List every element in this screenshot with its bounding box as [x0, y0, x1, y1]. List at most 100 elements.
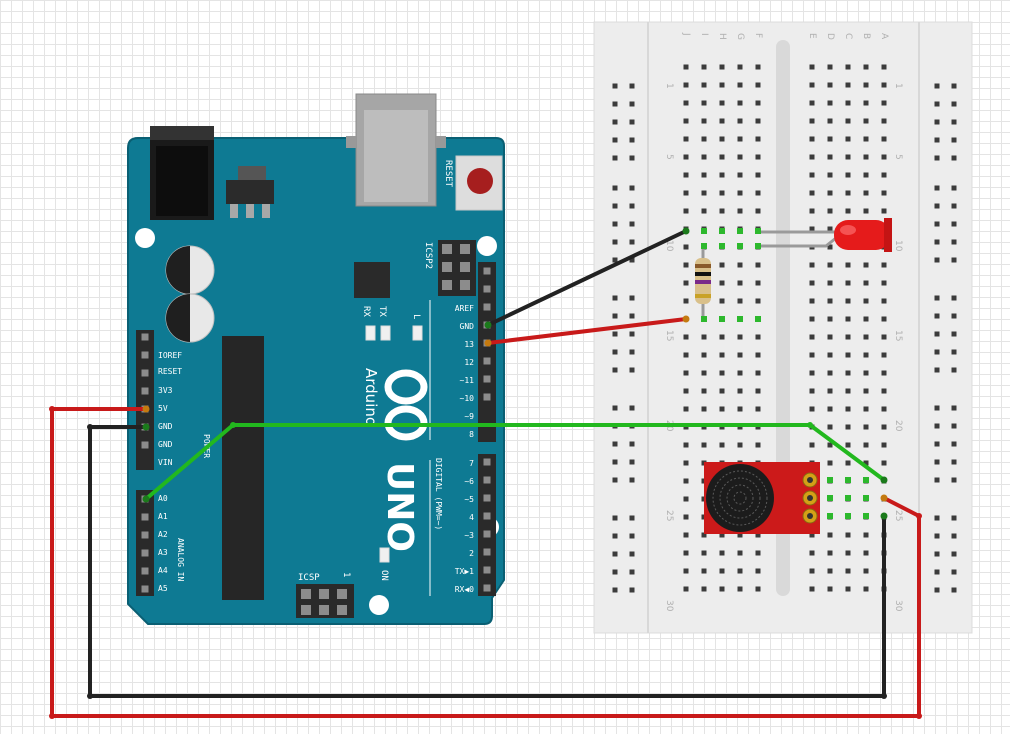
breadboard-hole: [863, 64, 869, 70]
breadboard-hole: [737, 82, 743, 88]
mounting-hole: [477, 236, 497, 256]
breadboard-hole: [845, 64, 851, 70]
breadboard-hole: [809, 208, 815, 214]
breadboard-hole: [737, 334, 743, 340]
col-label-a: A: [879, 33, 889, 40]
power-rail-hole: [951, 569, 957, 575]
breadboard-hole: [863, 460, 869, 466]
breadboard-hole: [683, 370, 689, 376]
header-pin: [483, 267, 491, 275]
connected-hole: [827, 513, 833, 519]
breadboard-hole: [881, 136, 887, 142]
row-number-left: 15: [664, 330, 674, 341]
power-rail-hole: [629, 83, 635, 89]
dc-barrel-jack: [150, 126, 214, 220]
power-rail-hole: [934, 185, 940, 191]
power-rail-hole: [612, 257, 618, 263]
power-rail-hole: [934, 405, 940, 411]
breadboard-hole: [701, 586, 707, 592]
breadboard-hole: [863, 154, 869, 160]
breadboard-hole: [737, 388, 743, 394]
breadboard-hole: [827, 460, 833, 466]
breadboard-hole: [701, 82, 707, 88]
breadboard-hole: [683, 568, 689, 574]
l-led: [412, 325, 423, 341]
breadboard-hole: [755, 442, 761, 448]
col-label-b: B: [861, 33, 871, 39]
red-wire-pin13-to-resistor[interactable]: [486, 317, 688, 345]
power-rail-hole: [934, 423, 940, 429]
breadboard-hole: [827, 442, 833, 448]
connected-hole: [845, 495, 851, 501]
power-rail-hole: [951, 185, 957, 191]
breadboard-hole: [845, 280, 851, 286]
breadboard-hole: [755, 64, 761, 70]
power-rail-hole: [629, 137, 635, 143]
power-rail-hole: [951, 515, 957, 521]
red-wire-5v-to-mic-vcc[interactable]: [50, 407, 921, 718]
black-wire-gnd-to-led[interactable]: [486, 229, 688, 327]
breadboard-hole: [863, 172, 869, 178]
power-rail-hole: [951, 83, 957, 89]
row-number-left: 10: [664, 240, 674, 252]
breadboard-hole: [737, 298, 743, 304]
pin-label-tx1: TX▶1: [455, 567, 474, 576]
breadboard-hole: [719, 190, 725, 196]
breadboard-hole: [701, 136, 707, 142]
breadboard-hole: [827, 154, 833, 160]
breadboard-hole: [809, 172, 815, 178]
header-pin: [483, 458, 491, 466]
pin-label-11: ~11: [460, 376, 475, 385]
green-wire-a0-to-mic-out[interactable]: [144, 423, 886, 501]
power-rail-hole: [612, 155, 618, 161]
breadboard-hole: [737, 118, 743, 124]
pin-label-reset: RESET: [158, 367, 182, 376]
tx-led: [380, 325, 391, 341]
breadboard-hole: [755, 352, 761, 358]
breadboard-hole: [881, 352, 887, 358]
power-rail-hole: [951, 221, 957, 227]
reset-button[interactable]: [455, 155, 503, 211]
power-rail-hole: [951, 533, 957, 539]
breadboard-hole: [827, 568, 833, 574]
breadboard-hole: [701, 406, 707, 412]
power-rail-hole: [934, 515, 940, 521]
breadboard-hole: [827, 388, 833, 394]
breadboard-hole: [827, 118, 833, 124]
breadboard-hole: [719, 334, 725, 340]
pin-label-gnd: GND: [158, 422, 173, 431]
breadboard-hole: [719, 172, 725, 178]
header-pin: [141, 585, 149, 593]
breadboard-hole: [845, 370, 851, 376]
breadboard-hole: [701, 442, 707, 448]
power-rail-hole: [951, 349, 957, 355]
power-rail-hole: [934, 137, 940, 143]
breadboard-hole: [809, 190, 815, 196]
breadboard-center-channel: [776, 40, 790, 596]
breadboard-hole: [755, 82, 761, 88]
power-rail-hole: [629, 295, 635, 301]
power-rail-hole: [612, 137, 618, 143]
breadboard-hole: [863, 586, 869, 592]
col-label-g: G: [735, 33, 745, 40]
breadboard-hole: [719, 298, 725, 304]
breadboard-hole: [881, 406, 887, 412]
power-rail-hole: [951, 257, 957, 263]
icsp2-label: ICSP2: [423, 242, 433, 269]
header-pin: [141, 513, 149, 521]
col-label-c: C: [843, 33, 853, 39]
breadboard-hole: [683, 352, 689, 358]
power-rail-hole: [951, 441, 957, 447]
breadboard-hole: [845, 352, 851, 358]
pin-label-a4: A4: [158, 566, 168, 575]
power-rail-hole: [629, 331, 635, 337]
pin-label-5: ~5: [464, 495, 474, 504]
breadboard-hole: [863, 280, 869, 286]
power-rail-hole: [612, 83, 618, 89]
breadboard-hole: [701, 550, 707, 556]
row-number-right: 5: [893, 154, 903, 160]
breadboard-hole: [755, 586, 761, 592]
breadboard-hole: [827, 424, 833, 430]
power-rail-hole: [629, 221, 635, 227]
power-rail-hole: [951, 587, 957, 593]
